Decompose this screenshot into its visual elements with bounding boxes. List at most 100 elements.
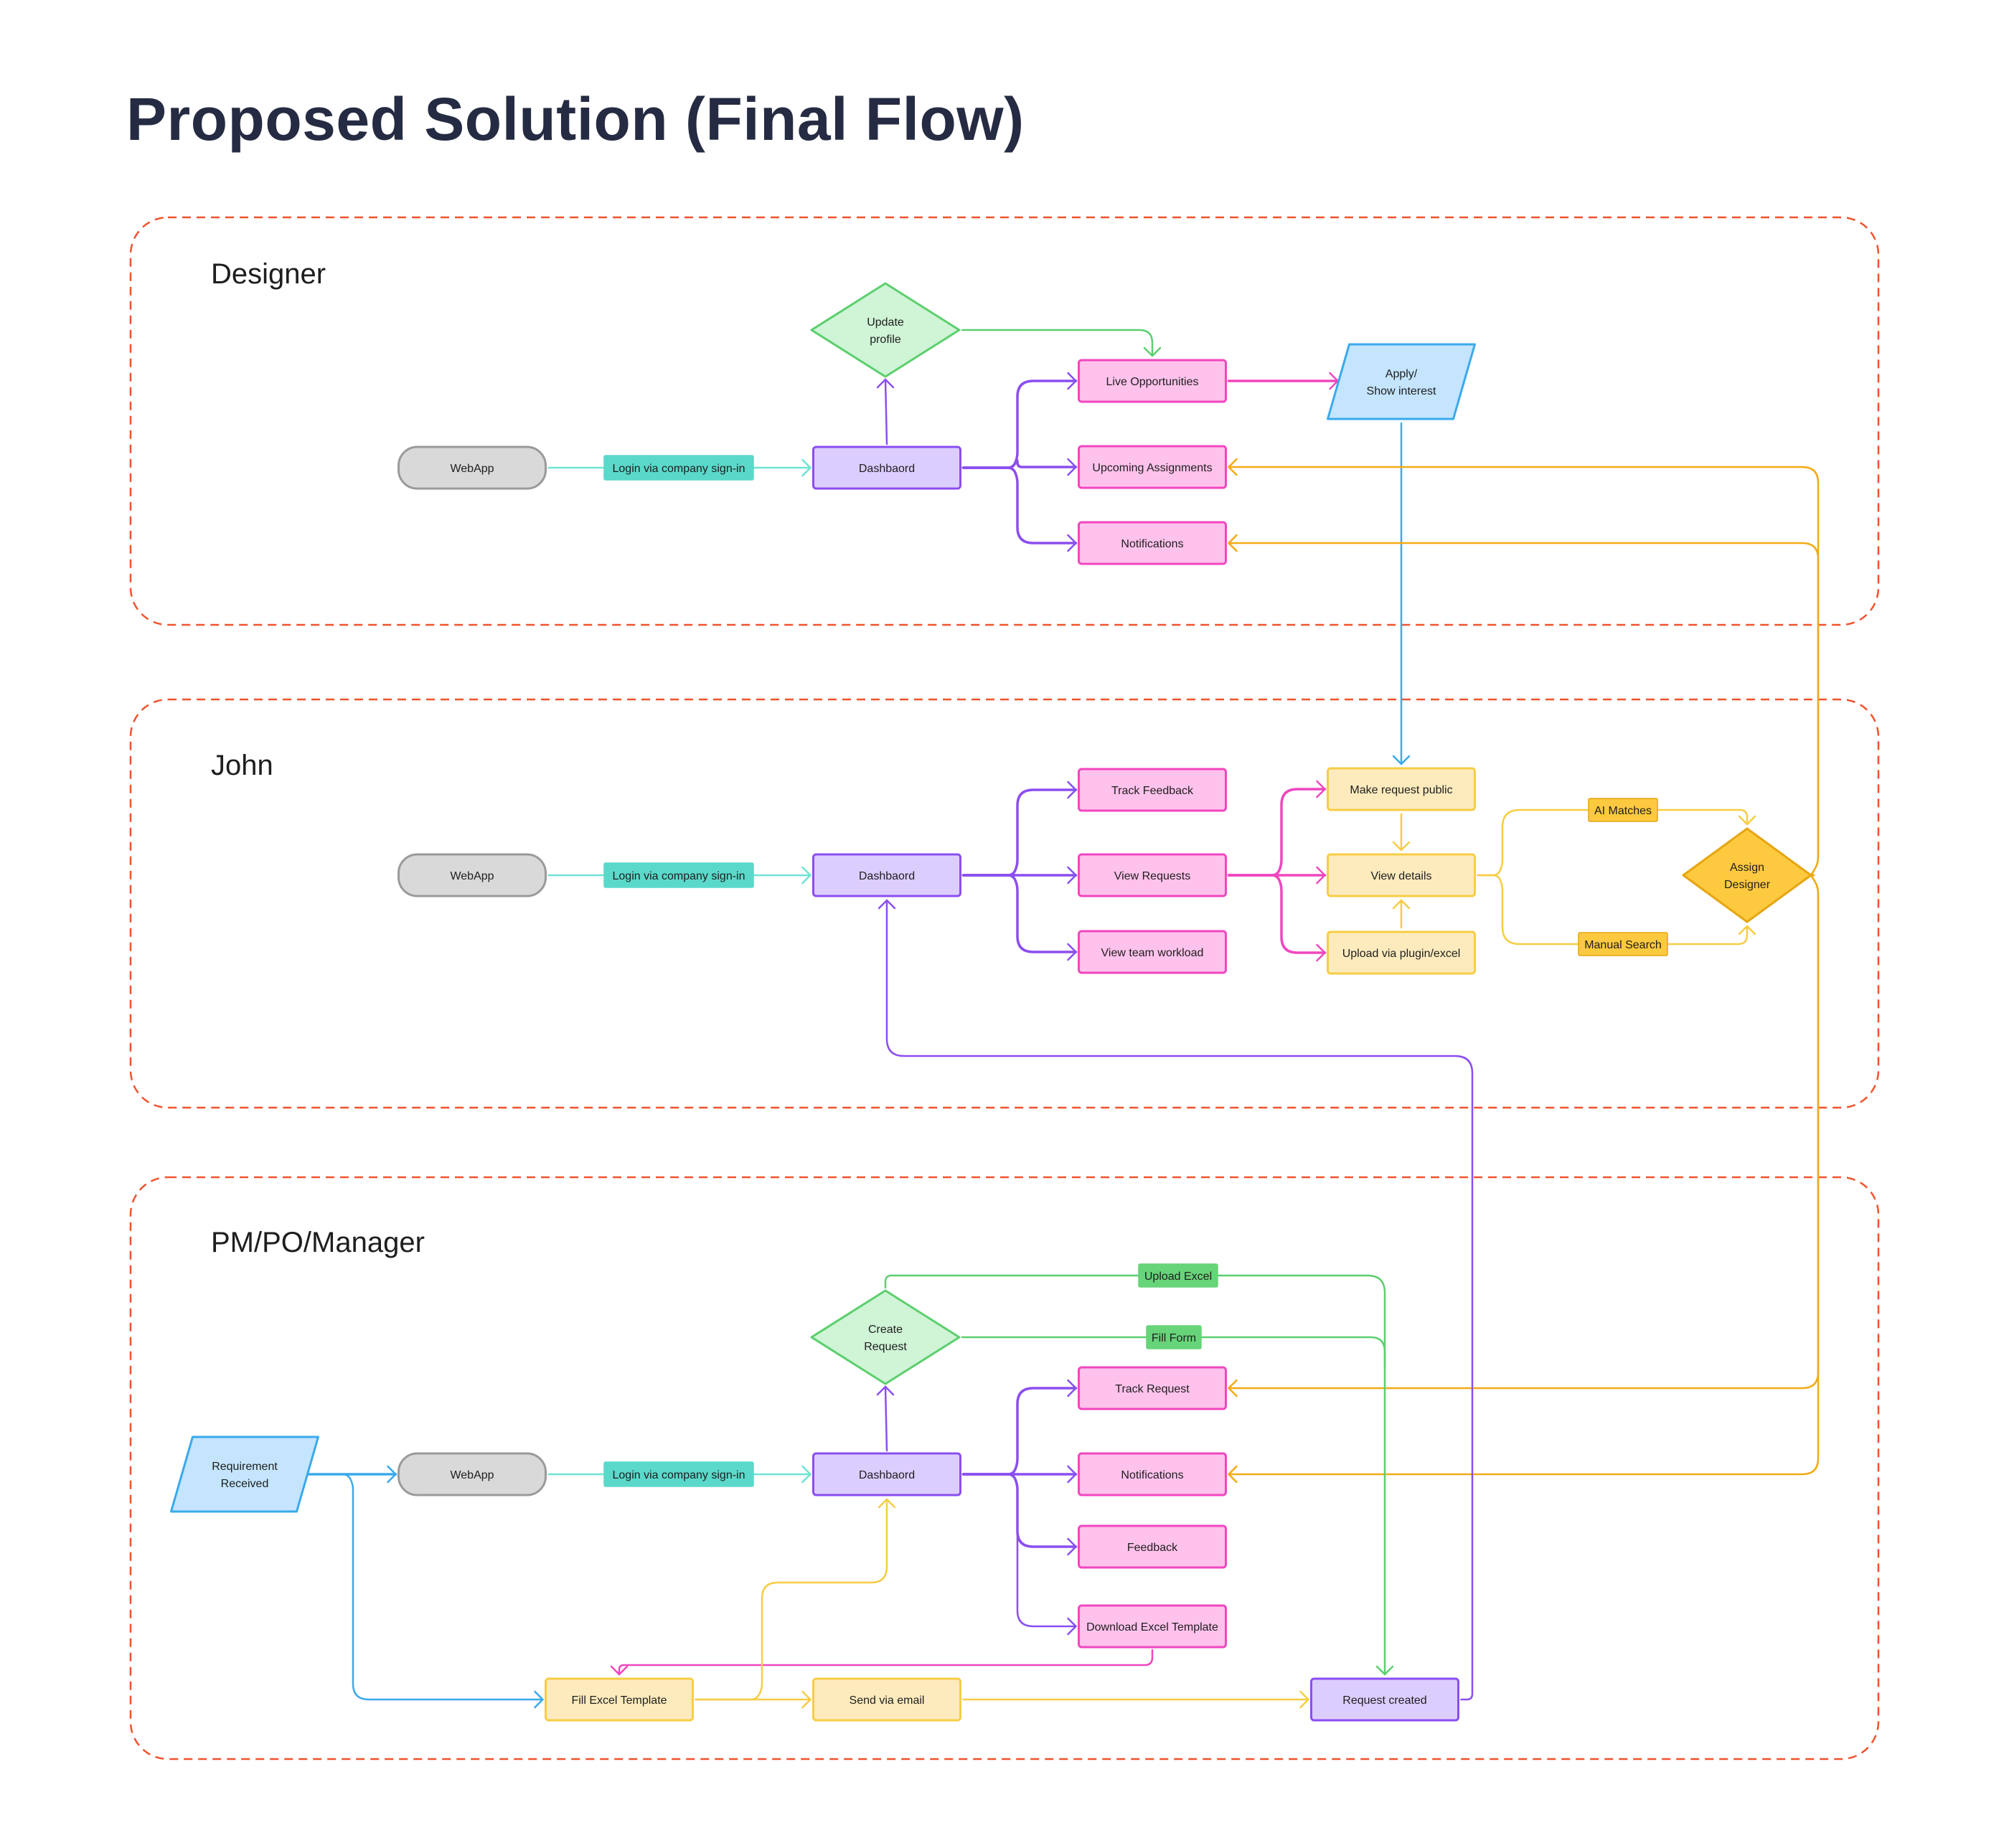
arrowhead-icon (1067, 534, 1077, 552)
node-label: Create (868, 1324, 903, 1336)
node-shape (1078, 1524, 1227, 1569)
connector-line (307, 1473, 544, 1701)
arrowhead-icon (801, 1465, 811, 1484)
node-shape (1078, 445, 1227, 489)
node-shape (397, 853, 547, 897)
arrowhead-icon (1067, 372, 1077, 390)
node-shape (1078, 930, 1227, 974)
node-d-live[interactable]: Live Opportunities (1078, 359, 1227, 403)
connector-line (961, 380, 1078, 469)
edge-label-p-login: Login via company sign-in (603, 1461, 754, 1487)
node-label: Track Feedback (1111, 785, 1194, 797)
connector-j_viewreq-to-j_public (1227, 780, 1327, 877)
connector-line (962, 1473, 1077, 1628)
node-p-created[interactable]: Request created (1310, 1677, 1459, 1722)
node-label: Update (867, 316, 904, 329)
node-j-workload[interactable]: View team workload (1078, 930, 1227, 974)
edge-label-text: AI Matches (1594, 805, 1652, 817)
node-shape (1682, 827, 1812, 923)
node-shape (1327, 853, 1476, 897)
connector-d_update-to-d_live (961, 329, 1162, 357)
node-shape (1327, 767, 1476, 811)
node-d-notif[interactable]: Notifications (1078, 521, 1227, 565)
node-d-upcoming[interactable]: Upcoming Assignments (1078, 445, 1227, 489)
node-label: Requirement (212, 1461, 278, 1473)
arrowhead-icon (1299, 1690, 1309, 1709)
node-p-dash[interactable]: Dashbaord (812, 1452, 961, 1496)
connector-p_download-to-p_fill (610, 1649, 1154, 1676)
node-shape (1078, 359, 1227, 403)
node-label: Track Request (1115, 1383, 1190, 1395)
arrowhead-icon (801, 1690, 811, 1709)
node-p-feedback[interactable]: Feedback (1078, 1524, 1227, 1569)
connector-line (961, 1473, 1078, 1548)
node-p-fill[interactable]: Fill Excel Template (545, 1677, 694, 1722)
edge-label-text: Upload Excel (1144, 1270, 1212, 1283)
node-shape (1078, 853, 1227, 897)
edge-label-background (1588, 798, 1658, 822)
node-p-download[interactable]: Download Excel Template (1078, 1604, 1227, 1649)
node-shape (812, 1677, 961, 1722)
arrowhead-icon (1067, 1617, 1077, 1636)
node-j-viewreq[interactable]: View Requests (1078, 853, 1227, 897)
edge-label-j-login: Login via company sign-in (603, 862, 754, 888)
connector-j_assign-to-p_notif (1228, 874, 1820, 1484)
connector-line (961, 329, 1154, 357)
node-d-update[interactable]: Update profile (810, 282, 961, 378)
arrowhead-icon (1316, 943, 1326, 962)
node-shape (170, 1436, 319, 1513)
arrowhead-icon (1067, 1465, 1077, 1484)
node-p-notif[interactable]: Notifications (1078, 1452, 1227, 1496)
node-j-trackfb[interactable]: Track Feedback (1078, 768, 1227, 812)
connector-line (1227, 788, 1327, 877)
swimlane-john: John (129, 698, 1880, 1109)
arrowhead-icon (1143, 346, 1162, 357)
node-j-public[interactable]: Make request public (1327, 767, 1476, 811)
node-label: Upcoming Assignments (1092, 462, 1212, 474)
node-j-details[interactable]: View details (1327, 853, 1476, 897)
connector-j_dash-to-j_trackfb (961, 781, 1078, 877)
node-p-send[interactable]: Send via email (812, 1677, 961, 1722)
node-shape (812, 446, 961, 490)
connector-p_fill-to-p_dash (695, 1498, 896, 1701)
node-label: profile (870, 334, 901, 346)
edge-label-text: Fill Form (1152, 1332, 1196, 1344)
node-j-webapp[interactable]: WebApp (397, 853, 547, 897)
node-shape (1078, 1366, 1227, 1410)
node-j-upload[interactable]: Upload via plugin/excel (1327, 930, 1476, 975)
edge-label-background (1146, 1325, 1202, 1349)
arrowhead-icon (878, 1498, 896, 1509)
connector-d_dash-to-d_live (961, 372, 1078, 469)
connector-j_public-to-j_details (1392, 813, 1411, 852)
connector-j_details-to-j_assign (1477, 808, 1756, 877)
arrowhead-icon (876, 378, 895, 389)
node-j-dash[interactable]: Dashbaord (812, 853, 961, 897)
arrowhead-icon (876, 1385, 895, 1396)
connector-line (1228, 466, 1820, 877)
node-p-track[interactable]: Track Request (1078, 1366, 1227, 1410)
edge-label-background (1138, 1263, 1218, 1288)
node-p-webapp[interactable]: WebApp (397, 1452, 547, 1496)
connector-line (884, 1385, 888, 1452)
node-d-webapp[interactable]: WebApp (397, 446, 547, 490)
node-label: Dashbaord (859, 1469, 915, 1481)
node-label: Upload via plugin/excel (1342, 948, 1461, 960)
arrowhead-icon (1228, 1379, 1238, 1397)
connector-d_apply-to-j_public (1392, 422, 1411, 765)
node-d-apply[interactable]: Apply/Show interest (1327, 343, 1476, 420)
node-d-dash[interactable]: Dashbaord (812, 446, 961, 490)
node-label: Show interest (1367, 385, 1436, 397)
connector-line (961, 466, 1078, 544)
connector-p_dash-to-p_feedback (961, 1473, 1078, 1556)
node-label: Download Excel Template (1086, 1621, 1218, 1634)
node-shape (1078, 1604, 1227, 1649)
connector-d_live-to-d_apply (1227, 372, 1340, 390)
node-label: Request created (1342, 1694, 1426, 1707)
connector-p_dash-to-p_download (962, 1473, 1077, 1636)
